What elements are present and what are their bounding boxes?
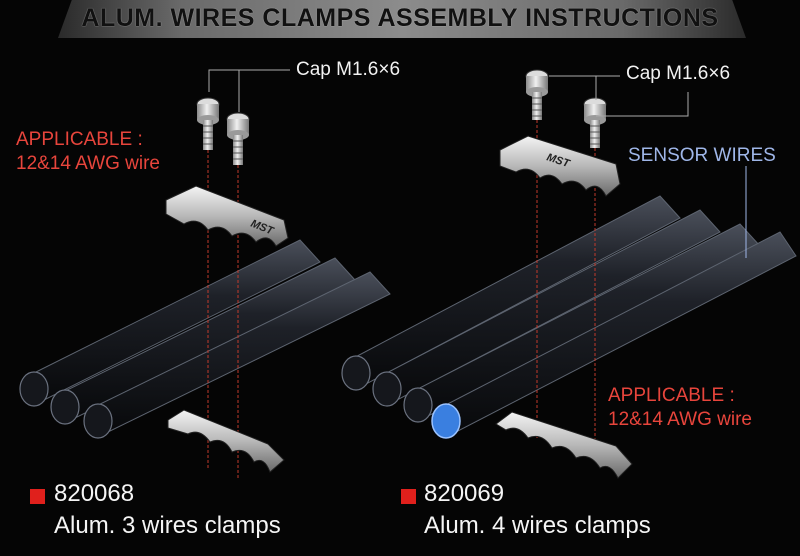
right-wire-1 bbox=[341, 195, 681, 391]
left-applicable-line1: APPLICABLE : bbox=[16, 129, 143, 150]
right-assembly: MST bbox=[341, 69, 797, 479]
left-part-number: 820068 bbox=[54, 480, 135, 507]
right-bottom-clamp bbox=[495, 411, 633, 479]
title-banner bbox=[58, 0, 746, 38]
left-part-description: Alum. 3 wires clamps bbox=[54, 512, 281, 539]
right-part-marker bbox=[401, 489, 416, 504]
right-wire-4-sensor bbox=[431, 231, 797, 439]
right-applicable-line2: 12&14 AWG wire bbox=[608, 409, 752, 430]
left-applicable-line2: 12&14 AWG wire bbox=[16, 153, 160, 174]
left-part-marker bbox=[30, 489, 45, 504]
left-top-clamp: MST bbox=[165, 185, 289, 247]
left-cap-label: Cap M1.6×6 bbox=[296, 59, 401, 80]
right-wire-3 bbox=[403, 223, 761, 423]
right-wire-2 bbox=[372, 209, 721, 407]
left-wire-1 bbox=[19, 239, 321, 407]
left-wire-2 bbox=[50, 257, 356, 425]
left-bottom-clamp bbox=[167, 409, 285, 473]
left-wire-3 bbox=[83, 271, 391, 439]
right-part-description: Alum. 4 wires clamps bbox=[424, 512, 651, 539]
right-screw-1 bbox=[525, 69, 549, 120]
right-applicable-line1: APPLICABLE : bbox=[608, 385, 735, 406]
page-title: ALUM. WIRES CLAMPS ASSEMBLY INSTRUCTIONS bbox=[81, 4, 719, 32]
left-screw-1 bbox=[196, 97, 220, 150]
sensor-wires-label: SENSOR WIRES bbox=[628, 145, 776, 166]
left-screw-2 bbox=[226, 112, 250, 165]
right-screw-2 bbox=[583, 97, 607, 148]
right-cap-label: Cap M1.6×6 bbox=[626, 63, 731, 84]
right-top-clamp: MST bbox=[499, 135, 621, 197]
left-assembly: MST bbox=[19, 97, 391, 478]
right-part-number: 820069 bbox=[424, 480, 505, 507]
